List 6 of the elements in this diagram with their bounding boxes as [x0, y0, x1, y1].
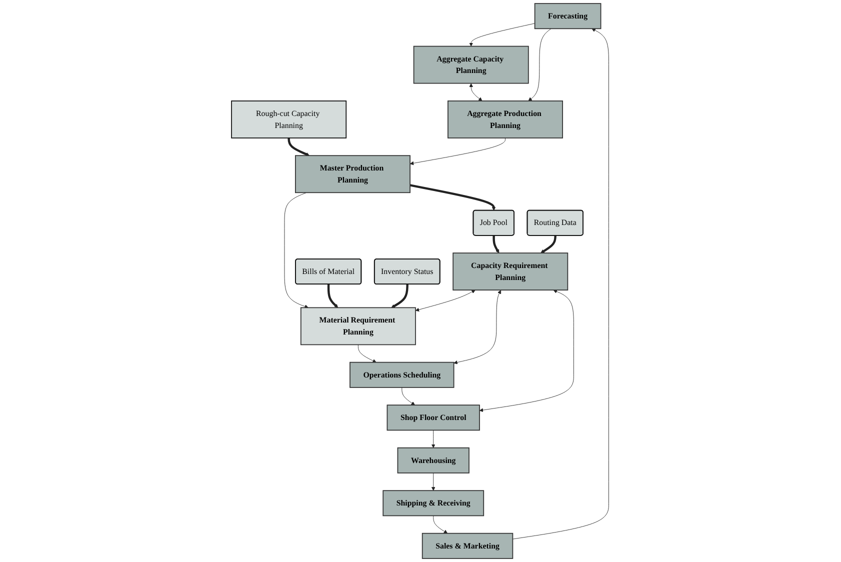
arrow [392, 284, 409, 308]
arrow [493, 236, 500, 254]
arrow [328, 284, 338, 308]
arrow [540, 236, 557, 254]
arrow [410, 184, 496, 211]
arrow [288, 138, 310, 156]
